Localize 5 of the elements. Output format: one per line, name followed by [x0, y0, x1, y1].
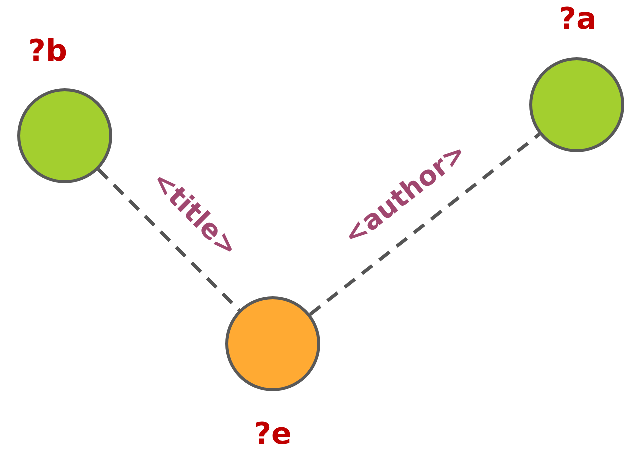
node-label: ?b — [28, 37, 68, 67]
node-label: ?a — [559, 5, 597, 35]
node-label: ?e — [254, 420, 292, 450]
dashed-connector — [309, 132, 541, 316]
dashed-connector — [97, 168, 241, 312]
